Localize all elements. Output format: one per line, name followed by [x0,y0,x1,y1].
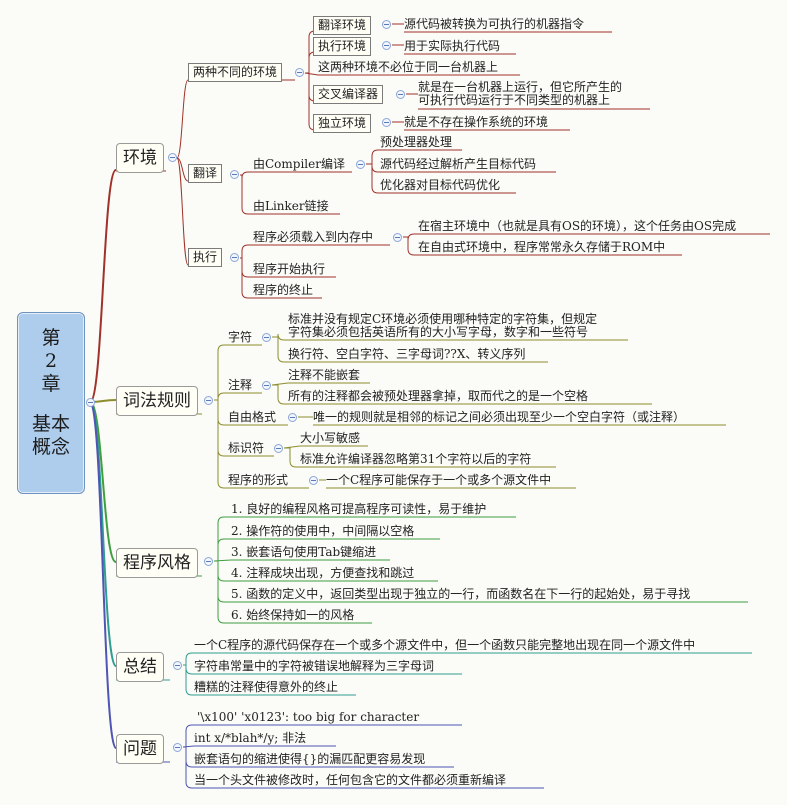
node-cross-compiler[interactable]: 交叉编译器 [313,85,384,104]
style-item-5: 5. 函数的定义中，返回类型出现于独立的一行，而函数名在下一行的起始处，易于寻找 [231,587,691,601]
issue-item-3: 嵌套语句的缩进使得{}的漏匹配更容易发现 [194,752,426,766]
text-hosted-env: 在宿主环境中（也就是具有OS的环境），这个任务由OS完成 [418,219,737,233]
text-program-ends: 程序的终止 [253,283,314,297]
text-program-starts: 程序开始执行 [253,262,326,276]
text-parse-object-code: 源代码经过解析产生目标代码 [380,157,537,171]
freeform-collapse-toggle-icon[interactable] [288,413,297,422]
summary-item-3: 糟糕的注释使得意外的终止 [194,680,339,694]
text-cross-compiler-desc-1: 就是在一台机器上运行，但它所产生的 [418,80,623,94]
compiler-collapse-toggle-icon[interactable] [356,160,365,169]
cross-compiler-collapse-toggle-icon[interactable] [396,90,405,99]
node-identifier[interactable]: 标识符 [228,441,265,455]
text-execution-env-desc: 用于实际执行代码 [404,39,501,53]
node-freeform[interactable]: 自由格式 [228,410,277,424]
node-translation[interactable]: 翻译 [188,164,223,183]
comments-collapse-toggle-icon[interactable] [262,381,271,390]
text-cross-compiler-desc-2: 可执行代码运行于不同类型的机器上 [418,93,611,107]
translate-env-collapse-toggle-icon[interactable] [382,20,391,29]
text-no-nested-comments: 注释不能嵌套 [288,368,361,382]
branch-summary[interactable]: 总结 [116,652,164,682]
root-text-5: 概念 [31,436,70,458]
text-freestanding-env: 在自由式环境中，程序常常永久存储于ROM中 [418,240,666,254]
branch-lexical-rules[interactable]: 词法规则 [116,386,198,416]
text-translation-env-desc: 源代码被转换为可执行的机器指令 [404,17,585,31]
two-envs-collapse-toggle-icon[interactable] [295,68,304,77]
style-collapse-toggle-icon[interactable] [204,557,213,566]
node-execution-environment[interactable]: 执行环境 [313,37,372,56]
root-text-4: 基本 [31,413,70,435]
root-collapse-toggle-icon[interactable] [86,398,95,407]
text-freeform-desc: 唯一的规则就是相邻的标记之间必须出现至少一个空白字符（或注释） [313,410,686,424]
text-program-form-desc: 一个C程序可能保存于一个或多个源文件中 [326,473,552,487]
text-comments-replaced: 所有的注释都会被预处理器拿掉，取而代之的是一个空格 [288,389,589,403]
text-charset-desc-1: 标准并没有规定C环境必须使用哪种特定的字符集，但规定 [288,312,598,326]
text-charset-escape: 换行符、空白字符、三字母词??X、转义序列 [288,347,526,361]
root-node-chapter-2[interactable]: 第 2 章 基本 概念 [17,312,85,494]
identifier-collapse-toggle-icon[interactable] [274,444,283,453]
text-same-machine: 这两种环境不必位于同一台机器上 [318,60,499,74]
style-item-4: 4. 注释成块出现，方便查找和跳过 [231,566,415,580]
charset-collapse-toggle-icon[interactable] [262,333,271,342]
text-optimizer: 优化器对目标代码优化 [380,178,501,192]
standalone-env-collapse-toggle-icon[interactable] [382,118,391,127]
program-form-collapse-toggle-icon[interactable] [309,476,318,485]
node-execution[interactable]: 执行 [188,248,223,267]
node-standalone-environment[interactable]: 独立环境 [313,114,372,133]
node-program-form[interactable]: 程序的形式 [228,473,289,487]
node-two-environments[interactable]: 两种不同的环境 [188,63,283,82]
style-item-6: 6. 始终保持如一的风格 [231,608,355,622]
node-translation-environment[interactable]: 翻译环境 [313,16,372,35]
node-compiler[interactable]: 由Compiler编译 [253,157,345,171]
style-item-3: 3. 嵌套语句使用Tab键缩进 [231,545,377,559]
lexical-collapse-toggle-icon[interactable] [204,396,213,405]
summary-item-2: 字符串常量中的字符被错误地解释为三字母词 [194,659,435,673]
node-charset[interactable]: 字符 [228,330,253,344]
text-preprocessor: 预处理器处理 [380,135,453,149]
summary-item-1: 一个C程序的源代码保存在一个或多个源文件中，但一个函数只能完整地出现在同一个源文… [194,638,696,652]
style-item-2: 2. 操作符的使用中，中间隔以空格 [231,524,415,538]
root-text-3: 章 [41,373,61,395]
exec-env-collapse-toggle-icon[interactable] [382,41,391,50]
branch-environment[interactable]: 环境 [116,143,164,173]
summary-collapse-toggle-icon[interactable] [173,661,182,670]
root-text-1: 第 [41,327,61,349]
node-linker[interactable]: 由Linker链接 [253,199,329,213]
style-item-1: 1. 良好的编程风格可提高程序可读性，易于维护 [231,502,487,516]
branch-program-style[interactable]: 程序风格 [116,548,198,578]
issue-item-2: int x/*blah*/y; 非法 [194,731,307,745]
text-31-chars: 标准允许编译器忽略第31个字符以后的字符 [300,452,532,466]
branch-issues[interactable]: 问题 [116,734,164,764]
env-collapse-toggle-icon[interactable] [168,153,177,162]
issue-item-4: 当一个头文件被修改时，任何包含它的文件都必须重新编译 [194,773,507,787]
root-text-2: 2 [44,350,58,372]
issues-collapse-toggle-icon[interactable] [173,743,182,752]
text-charset-desc-2: 字符集必须包括英语所有的大小写字母，数字和一些符号 [288,325,589,339]
text-standalone-env-desc: 就是不存在操作系统的环境 [404,115,549,129]
text-case-sensitive: 大小写敏感 [300,431,361,445]
node-load-into-memory[interactable]: 程序必须载入到内存中 [253,230,374,244]
translation-collapse-toggle-icon[interactable] [230,170,239,179]
load-memory-collapse-toggle-icon[interactable] [393,233,402,242]
issue-item-1: '\x100' 'x0123': too big for character [197,710,420,724]
execution-collapse-toggle-icon[interactable] [230,253,239,262]
node-comments[interactable]: 注释 [228,378,253,392]
